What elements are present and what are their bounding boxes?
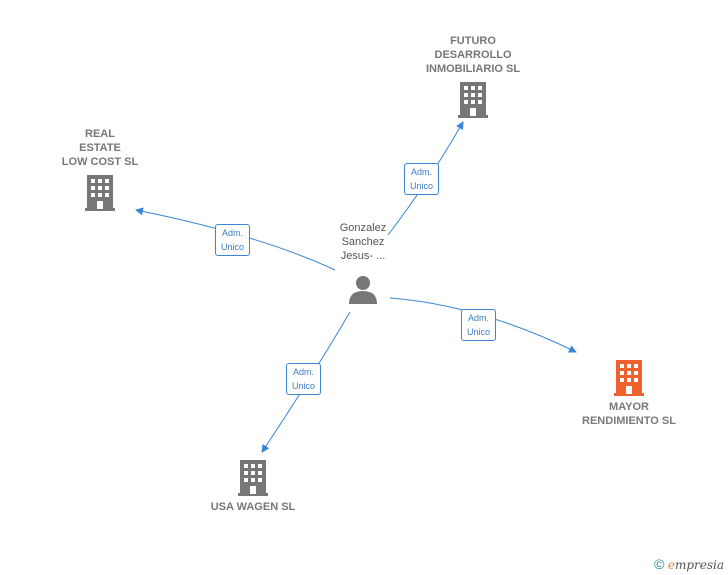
company-name-line: ESTATE (79, 142, 121, 154)
company-name-line: FUTURO (450, 35, 496, 47)
building-icon (85, 175, 115, 211)
edge-label-mayor[interactable]: Adm. Unico (461, 309, 497, 341)
building-icon (238, 460, 268, 496)
company-name-line: USA WAGEN SL (210, 501, 296, 513)
company-name-line: LOW COST SL (61, 156, 139, 168)
company-node-futuro[interactable]: FUTURO DESARROLLO INMOBILIARIO SL (413, 34, 533, 118)
person-node[interactable]: Gonzalez Sanchez Jesus- ... (318, 221, 408, 305)
company-name-line: REAL (85, 128, 115, 140)
company-name-line: DESARROLLO (434, 49, 512, 61)
person-name-line-2: Sanchez (341, 236, 385, 248)
company-name-line: INMOBILIARIO SL (425, 63, 521, 75)
edge-label-futuro[interactable]: Adm. Unico (404, 163, 440, 195)
person-name-line-3: Jesus- ... (340, 250, 386, 262)
person-name-line-1: Gonzalez (339, 222, 387, 234)
brand-initial: e (667, 558, 675, 572)
brand-name: mpresia (674, 558, 724, 572)
copyright-icon: © (654, 556, 665, 572)
building-icon (614, 360, 644, 396)
company-name-line: MAYOR (609, 401, 649, 413)
edge-label-usa[interactable]: Adm. Unico (286, 363, 322, 395)
edge-label-real[interactable]: Adm. Unico (215, 224, 251, 256)
empresia-logo: © empresia (654, 556, 724, 572)
company-node-mayor-rendimiento[interactable]: MAYOR RENDIMIENTO SL (569, 360, 689, 428)
company-node-real-estate[interactable]: REAL ESTATE LOW COST SL (50, 127, 150, 211)
building-icon (458, 82, 488, 118)
company-name-line: RENDIMIENTO SL (582, 415, 676, 427)
company-node-usa-wagen[interactable]: USA WAGEN SL (193, 460, 313, 514)
person-icon (349, 276, 377, 304)
